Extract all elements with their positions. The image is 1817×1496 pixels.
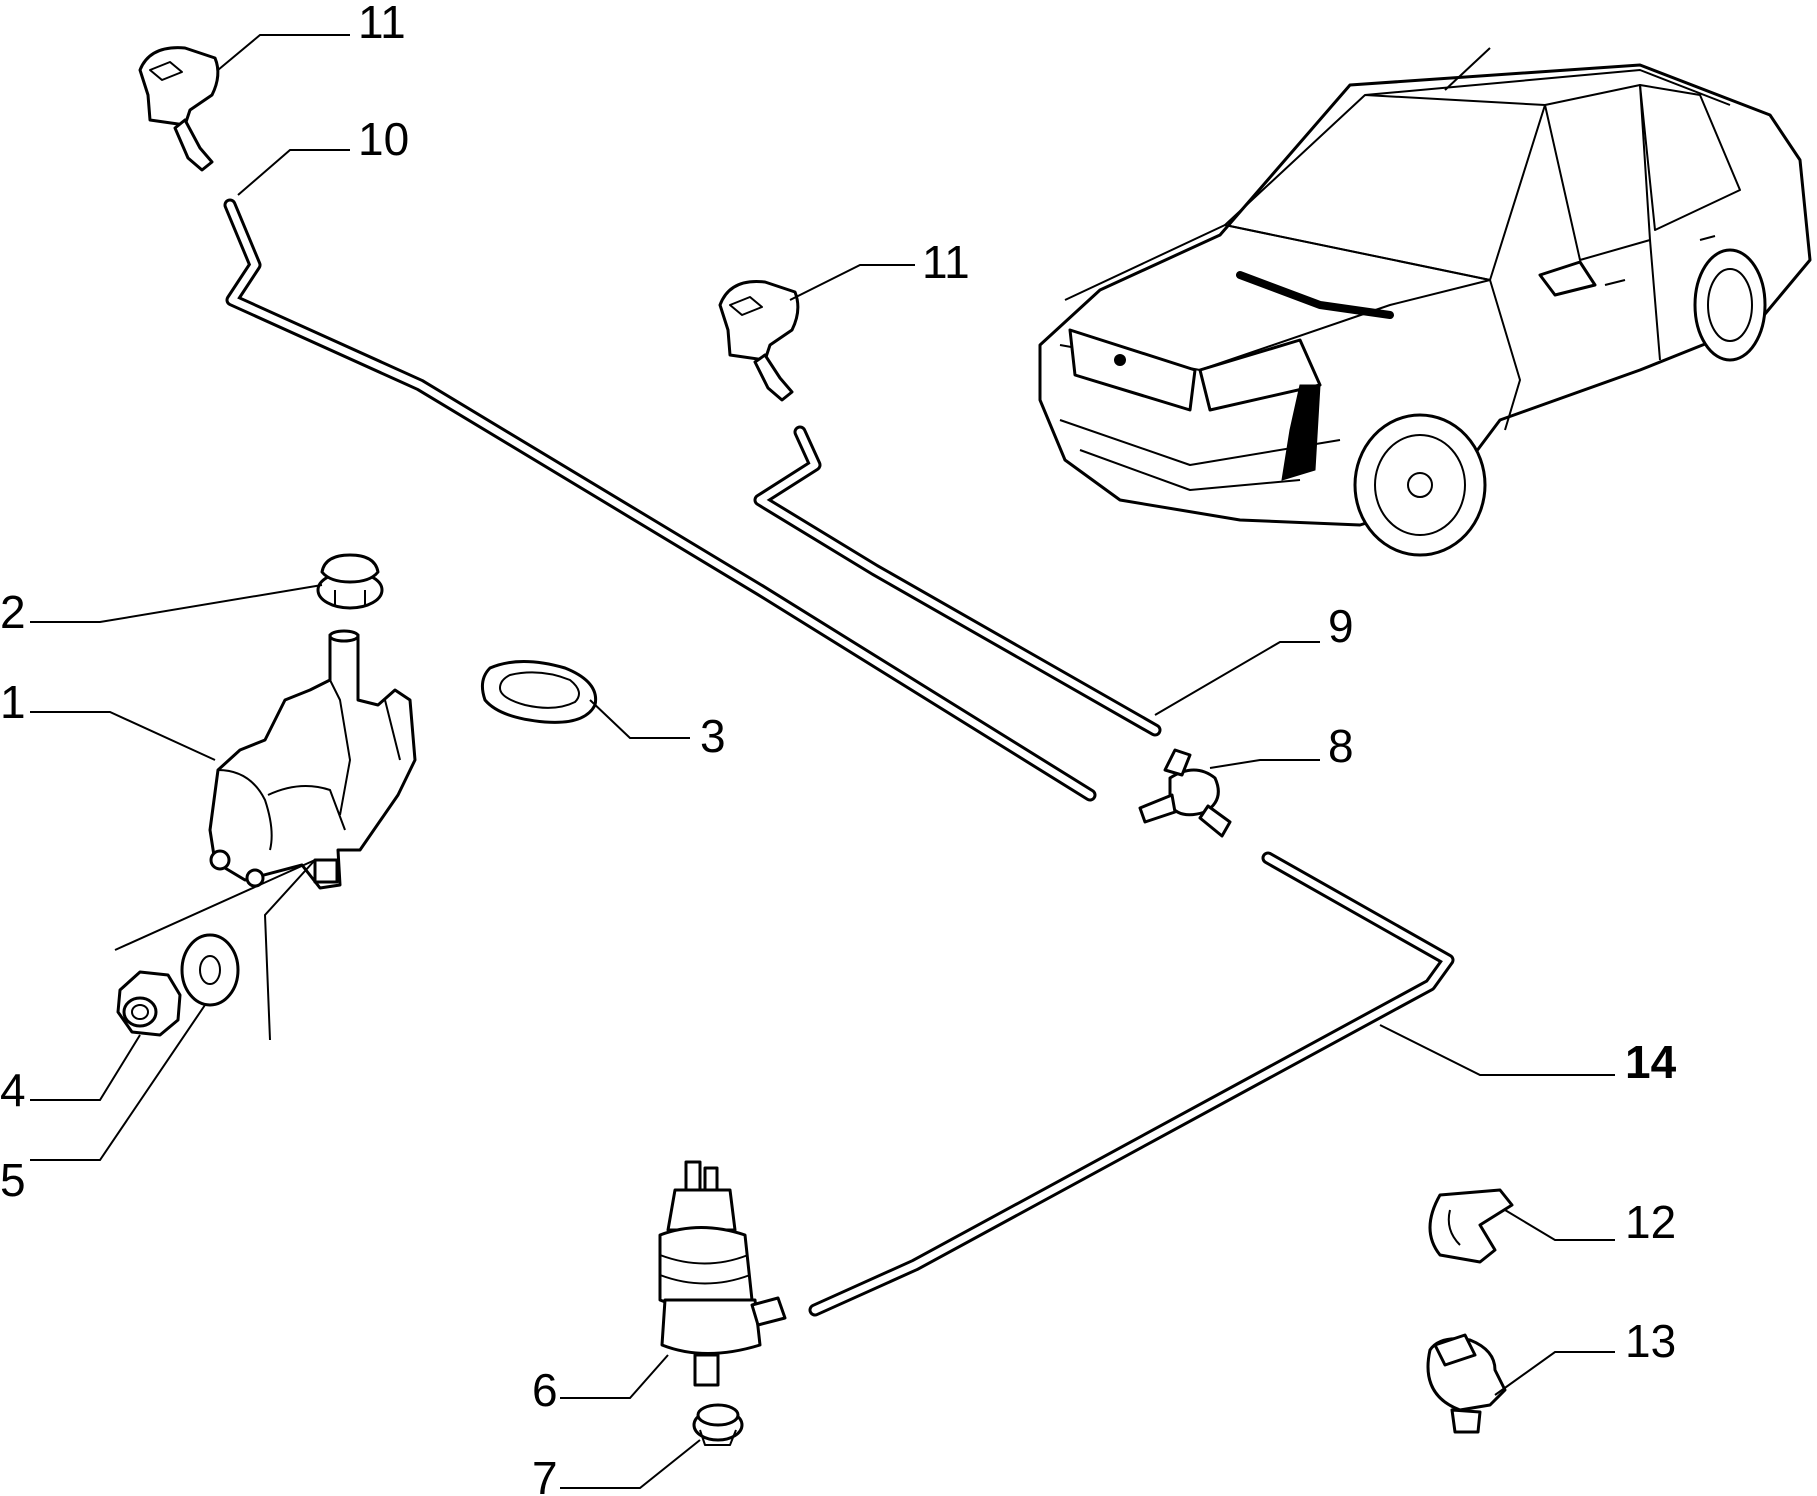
washer-nozzle-11-top [138, 46, 220, 172]
callout-7: 7 [532, 1452, 558, 1496]
callout-6: 6 [532, 1364, 558, 1416]
hose-clip-13 [1426, 1333, 1507, 1434]
grommet-3 [480, 660, 598, 724]
t-connector-8 [1138, 748, 1232, 838]
nut-4 [116, 970, 182, 1037]
callout-5: 5 [0, 1154, 26, 1206]
callout-9: 9 [1328, 600, 1354, 652]
washer-reservoir-1 [208, 629, 417, 890]
callout-3: 3 [700, 710, 726, 762]
hose-9 [753, 425, 1162, 737]
callout-13: 13 [1625, 1315, 1676, 1367]
callout-1: 1 [0, 676, 26, 728]
callout-11-top: 11 [358, 0, 406, 48]
pump-grommet-7 [692, 1403, 744, 1446]
reservoir-cap-2 [316, 553, 384, 610]
car-illustration [1038, 47, 1812, 557]
fiat-logo [1114, 354, 1126, 366]
washer-pump-6 [658, 1160, 787, 1387]
callout-11-middle: 11 [922, 236, 970, 288]
washer-5 [180, 933, 240, 1007]
callout-2: 2 [0, 586, 26, 638]
callout-4: 4 [0, 1064, 26, 1116]
leader-lines [30, 34, 1615, 1489]
hose-clip-12 [1428, 1188, 1514, 1264]
callout-14: 14 [1625, 1036, 1677, 1088]
callout-12: 12 [1625, 1196, 1676, 1248]
callout-labels: 11 10 11 2 1 3 9 8 14 4 5 12 13 6 7 [0, 0, 1677, 1496]
hose-14 [808, 851, 1455, 1317]
callout-10: 10 [358, 113, 409, 165]
washer-nozzle-11-middle [718, 279, 800, 402]
hose-10 [223, 198, 1097, 802]
callout-8: 8 [1328, 720, 1354, 772]
